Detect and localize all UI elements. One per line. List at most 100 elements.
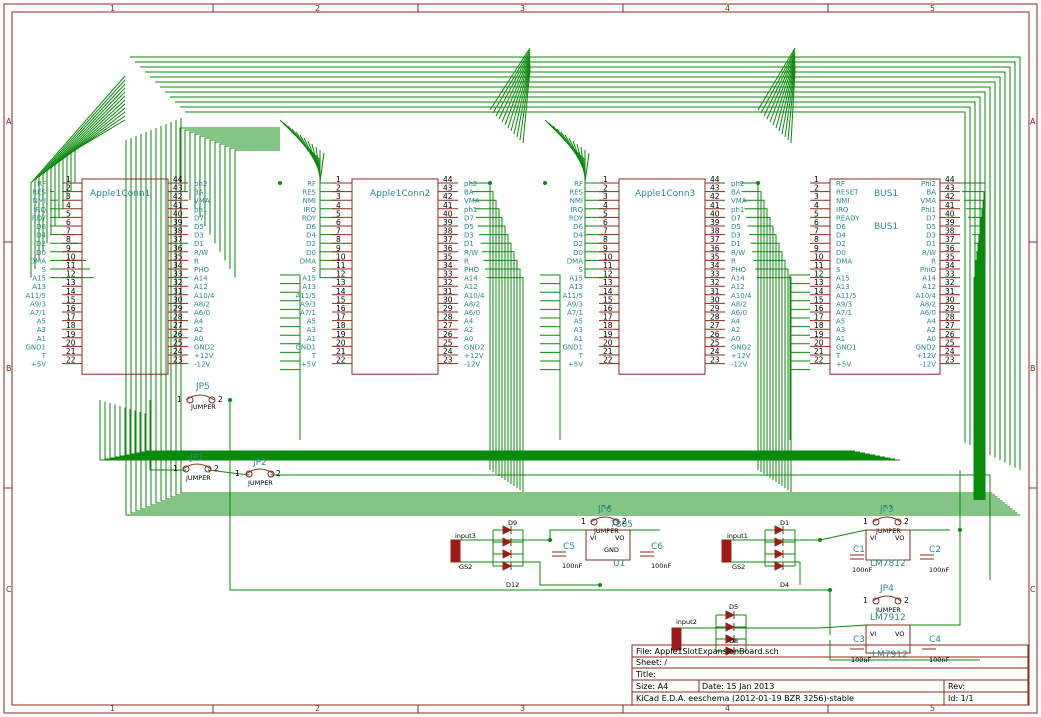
pin-number: 25 (443, 338, 453, 347)
pin-name: A10/4 (915, 292, 936, 300)
pin-number: 9 (336, 244, 341, 253)
bus-wire (540, 326, 561, 416)
pin-number: 44 (710, 175, 720, 184)
connector-name: BUS1 (874, 189, 898, 199)
input3-block[interactable]: input3 GS2 (450, 532, 476, 571)
pin-number: 36 (710, 244, 720, 253)
u1-part: 7805 (610, 520, 633, 530)
bus-wire (560, 131, 607, 218)
bus-wire (746, 216, 771, 478)
pin-number: 20 (66, 338, 76, 347)
pin-number: 15 (814, 295, 824, 304)
pin-number: 8 (66, 235, 71, 244)
pin-name: BA (926, 189, 936, 197)
junction-dot (828, 588, 832, 592)
pin-number: 24 (945, 347, 955, 356)
bus-wire (474, 208, 500, 476)
pin-name: RES (569, 189, 583, 197)
pin-name: R/W (194, 249, 208, 257)
pin-number: 4 (66, 201, 71, 210)
bus-wire (756, 277, 792, 492)
bus-wire (753, 259, 786, 488)
pin-name: A10/4 (464, 292, 485, 300)
input1-block[interactable]: input1 GS2 (721, 532, 748, 571)
jp5-sub: JUMPER (190, 403, 216, 411)
frame-col-label-top: 5 (930, 4, 935, 13)
tb-size: Size: A4 (636, 682, 668, 691)
bus-wire (757, 47, 796, 111)
pin-number: 41 (945, 201, 955, 210)
pin-name: VMA (920, 197, 936, 205)
jp3-sub: JUMPER (875, 527, 901, 535)
pin-name: A9/3 (836, 300, 852, 308)
bus-wire (207, 469, 250, 476)
pin-name: +12V (916, 352, 936, 360)
frame-row-label-left: B (6, 364, 12, 373)
pin-name: A4 (927, 318, 937, 326)
jp5-label: JP5 (195, 382, 210, 392)
pin-name: GND2 (464, 343, 485, 351)
pin-name: D1 (194, 240, 204, 248)
u1-label: U1 (613, 559, 625, 569)
pin-name: -12V (731, 361, 747, 369)
svg-text:VI: VI (870, 630, 876, 638)
pin-number: 4 (603, 201, 608, 210)
pin-name: D7 (926, 214, 936, 222)
svg-text:100nF: 100nF (851, 656, 872, 664)
bus-wire (752, 251, 783, 486)
tb-rev: Rev: (948, 682, 965, 691)
input2-block[interactable]: input2 (671, 618, 697, 651)
bus-wire (150, 76, 1001, 460)
pin-name: A1 (574, 335, 583, 343)
pin-number: 29 (710, 304, 720, 313)
junction-dot (228, 398, 232, 402)
bus-wire (784, 65, 796, 138)
pin-name: A5 (574, 318, 583, 326)
connector-name: Apple1Conn3 (635, 189, 695, 199)
bus-wire (224, 145, 280, 261)
pin-name: A3 (307, 326, 316, 334)
pin-number: 37 (945, 235, 955, 244)
diode-bridge (764, 525, 796, 571)
pin-name: A4 (731, 318, 741, 326)
pin-number: 42 (945, 192, 955, 201)
pin-name: D3 (464, 232, 474, 240)
pin-number: 16 (336, 304, 346, 313)
pin-name: R/W (922, 249, 936, 257)
pin-number: 23 (710, 356, 720, 365)
pin-number: 26 (710, 330, 720, 339)
svg-text:100nF: 100nF (929, 566, 950, 574)
pin-name: Phi2 (921, 180, 936, 188)
bus-wire (54, 99, 126, 226)
tb-file: File: Apple1SlotExpansionBoard.sch (636, 647, 779, 656)
svg-text:C1: C1 (853, 545, 865, 555)
pin-name: A2 (464, 326, 473, 334)
pin-name: RDY (569, 214, 584, 222)
pin-name: ph2 (194, 180, 207, 188)
pin-number: 38 (173, 227, 183, 236)
pin-number: 38 (710, 227, 720, 236)
frame-ticks (4, 4, 1037, 713)
pin-number: 35 (945, 252, 955, 261)
pin-number: 39 (173, 218, 183, 227)
junction-dot (548, 538, 552, 542)
pin-number: 33 (443, 270, 453, 279)
